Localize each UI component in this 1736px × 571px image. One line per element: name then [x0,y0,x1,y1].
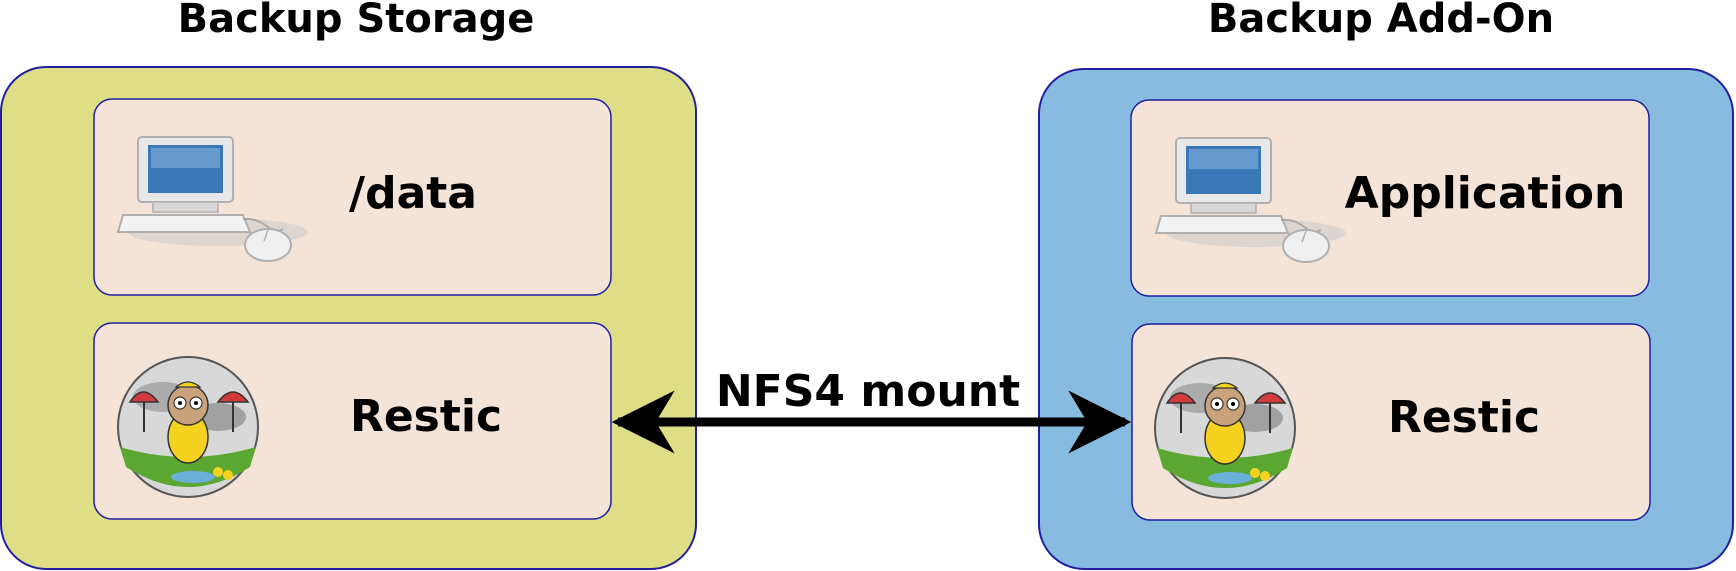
edge-label-nfs4: NFS4 mount [716,366,1020,417]
node-label-restic-storage: Restic [350,391,502,442]
restic-gopher-icon [117,356,259,498]
node-label-restic-addon: Restic [1388,392,1540,443]
node-label-data: /data [349,168,477,219]
group-title-addon: Backup Add-On [1208,0,1554,42]
node-label-application: Application [1345,168,1626,219]
group-title-storage: Backup Storage [178,0,535,42]
restic-gopher-icon [1154,357,1296,499]
